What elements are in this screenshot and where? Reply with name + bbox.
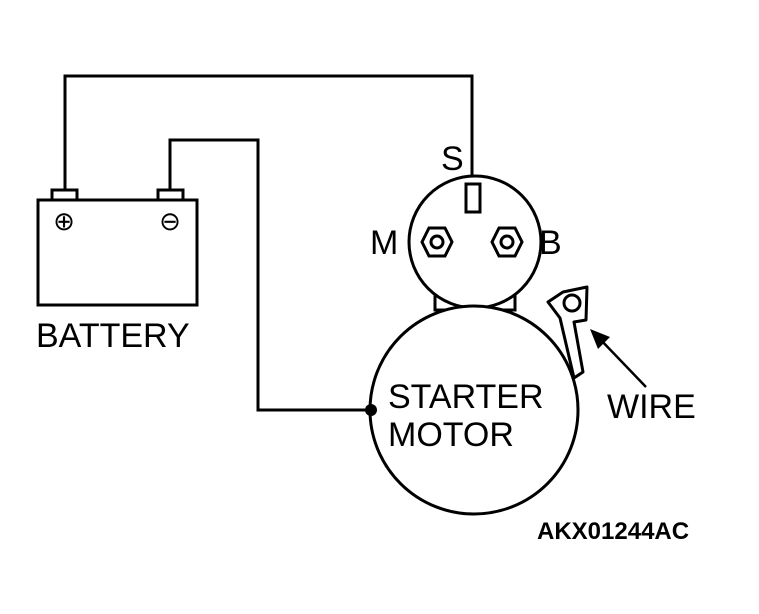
wire-positive-to-s-terminal [63, 74, 474, 190]
battery-case [36, 198, 199, 307]
wire-label: WIRE [607, 388, 696, 426]
terminal-s-blade [464, 182, 482, 214]
terminal-b-label: B [539, 224, 562, 262]
wire-strap [546, 285, 589, 380]
starter-motor-label-line1: STARTER [388, 378, 544, 416]
terminal-b-stud [499, 234, 515, 250]
terminal-m-label: M [370, 224, 398, 262]
battery-negative-icon: ⊖ [159, 206, 181, 236]
battery-negative-post [156, 188, 185, 200]
battery-positive-post [50, 188, 79, 200]
battery [36, 188, 199, 307]
terminal-s-label: S [441, 140, 464, 178]
battery-positive-icon: ⊕ [53, 206, 75, 236]
figure-code: AKX01244AC [537, 518, 689, 545]
wire-negative-to-motor-body [168, 138, 371, 412]
battery-label: BATTERY [36, 317, 190, 355]
terminal-m-stud [429, 234, 445, 250]
wire-strap-eyelet [562, 293, 582, 313]
starter-motor-label-line2: MOTOR [388, 416, 514, 454]
wire-pointer-arrowhead [590, 329, 610, 349]
solenoid [407, 174, 543, 312]
ground-connection-dot [365, 404, 377, 416]
wire-pointer-arrow [597, 336, 647, 388]
